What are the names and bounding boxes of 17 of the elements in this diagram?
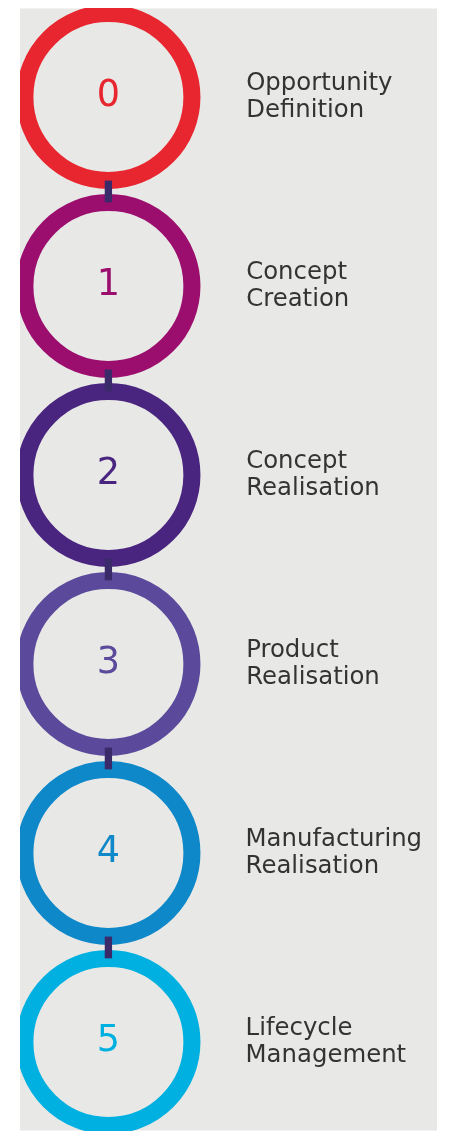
node-label: Concept Creation	[246, 255, 350, 312]
connector	[104, 936, 113, 959]
connector	[104, 558, 113, 581]
connector	[104, 747, 113, 770]
connector	[104, 180, 113, 203]
node-label: Product Realisation	[246, 633, 380, 690]
node-circle: 4	[20, 760, 201, 946]
node-label: Concept Realisation	[246, 444, 380, 501]
connector	[104, 369, 113, 392]
node-circle: 5	[20, 949, 201, 1131]
node-circle: 2	[20, 382, 201, 568]
node-label: Opportunity Definition	[246, 66, 393, 123]
node-circle: 1	[20, 193, 201, 379]
node-label: Manufacturing Realisation	[245, 822, 423, 879]
node-circle: 3	[20, 571, 201, 757]
node-label: Lifecycle Management	[245, 1011, 407, 1068]
node-circle: 0	[20, 8, 201, 190]
